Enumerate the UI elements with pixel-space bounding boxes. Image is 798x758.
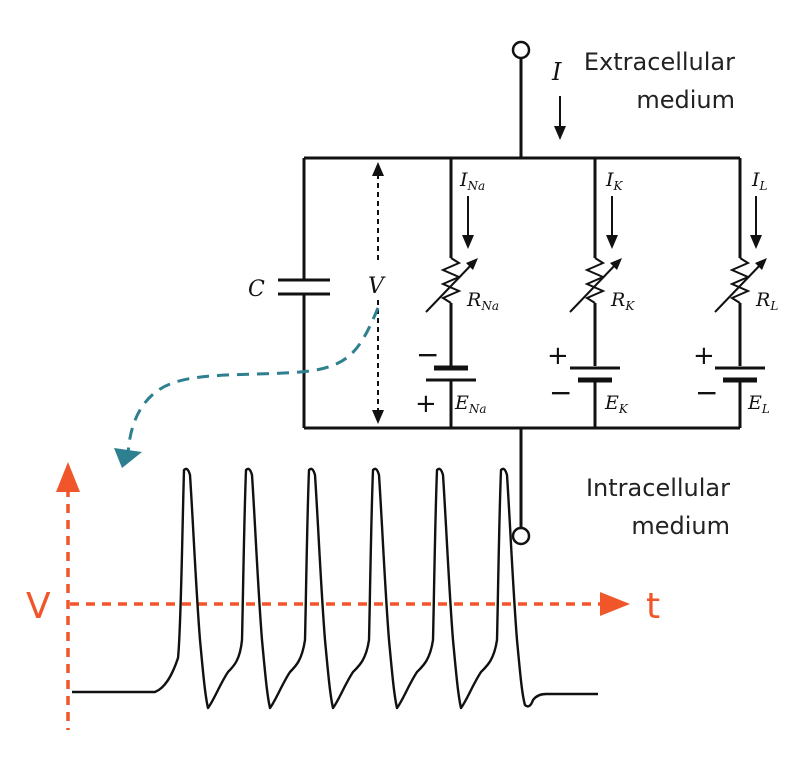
resistor-k-label: R [610,289,625,311]
sodium-branch: INa RNa ENa − + [415,158,499,428]
battery-l-label: E [747,392,762,414]
current-l-sub: L [759,179,768,193]
resistor-l-label: R [755,289,770,311]
battery-na-plus: + [415,389,437,419]
circuit: C V I Extracellular medium Intracellular… [248,40,778,546]
plot-y-arrowhead [56,462,80,492]
extracellular-label-line2: medium [636,86,735,114]
battery-k-minus: − [549,376,572,409]
capacitor-branch: C [248,158,330,428]
svg-text:ENa: ENa [454,392,487,416]
plot-x-label: t [646,586,660,627]
resistor-na-label: R [466,289,481,311]
svg-text:IK: IK [605,169,624,193]
intracellular-label-line1: Intracellular [586,474,730,502]
svg-text:INa: INa [459,169,485,193]
voltage-mapping-arrow [114,307,380,468]
plot-y-label: V [26,586,51,627]
battery-na-label: E [454,392,469,414]
top-terminal [511,40,531,60]
voltage-plot: V t [26,462,660,730]
battery-k-sub: K [618,402,629,416]
teal-arrowhead [114,448,142,468]
battery-l-minus: − [695,376,718,409]
intracellular-label-line2: medium [631,512,730,540]
voltage-indicator: V [368,162,386,424]
svg-text:EK: EK [604,392,629,416]
current-l-label: I [751,169,760,191]
current-na-sub: Na [467,179,486,193]
potassium-branch: IK RK EK + − [547,158,635,428]
battery-na-sub: Na [468,402,487,416]
voltage-label: V [368,274,386,299]
resistor-k-sub: K [624,299,635,313]
svg-text:RL: RL [755,289,778,313]
extracellular-label-line1: Extracellular [584,48,735,76]
current-label: I [551,58,562,86]
capacitor-label: C [248,277,265,302]
battery-l-plus: + [693,341,715,371]
current-na-label: I [459,169,468,191]
resistor-l-sub: L [769,299,778,313]
leak-branch: IL RL EL + − [693,158,778,428]
resistor-na-sub: Na [480,299,499,313]
svg-text:EL: EL [747,392,770,416]
current-k-label: I [605,169,614,191]
voltage-trace [72,467,598,710]
svg-text:IL: IL [751,169,768,193]
battery-l-sub: L [761,402,770,416]
battery-na-minus: − [416,338,439,371]
svg-text:RK: RK [610,289,635,313]
bottom-terminal [511,526,531,546]
battery-k-plus: + [547,341,569,371]
battery-k-label: E [604,392,619,414]
injected-current: I [551,58,566,140]
svg-text:RNa: RNa [466,289,499,313]
current-k-sub: K [613,179,624,193]
plot-x-arrowhead [600,592,630,616]
